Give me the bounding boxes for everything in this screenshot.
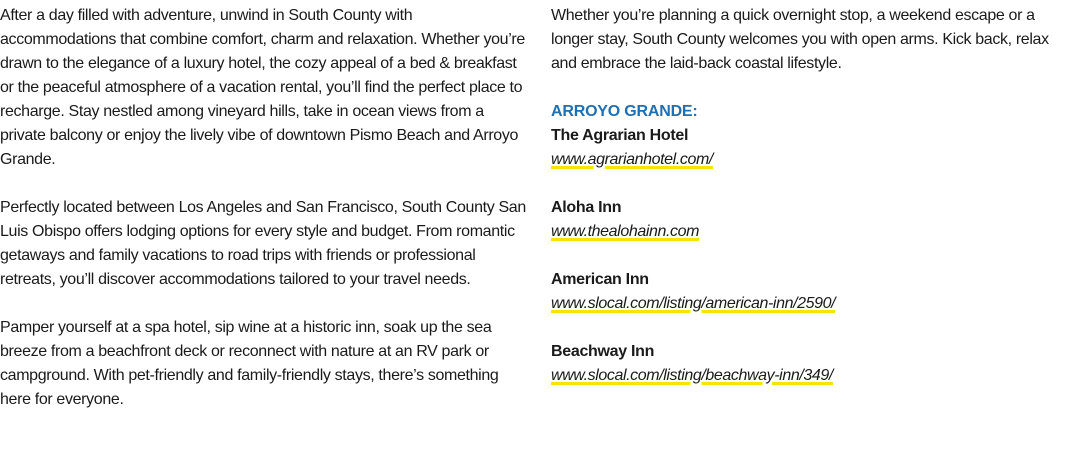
- listing-american-inn: American Inn www.slocal.com/listing/amer…: [551, 268, 1078, 316]
- left-column: After a day filled with adventure, unwin…: [0, 4, 530, 436]
- listing-agrarian-hotel: The Agrarian Hotel www.agrarianhotel.com…: [551, 124, 1078, 172]
- welcome-paragraph: Whether you’re planning a quick overnigh…: [551, 7, 1049, 72]
- intro-paragraph-1: After a day filled with adventure, unwin…: [0, 7, 525, 168]
- intro-paragraph-2: Perfectly located between Los Angeles an…: [0, 199, 526, 288]
- listing-url-link[interactable]: www.thealohainn.com: [551, 223, 700, 240]
- listing-aloha-inn: Aloha Inn www.thealohainn.com: [551, 196, 1078, 244]
- listing-name: Aloha Inn: [551, 199, 622, 216]
- listing-url-link[interactable]: www.agrarianhotel.com/: [551, 151, 713, 168]
- listing-beachway-inn: Beachway Inn www.slocal.com/listing/beac…: [551, 340, 1078, 388]
- listing-name: The Agrarian Hotel: [551, 127, 689, 144]
- section-heading-arroyo-grande: ARROYO GRANDE:: [551, 103, 698, 120]
- listing-name: Beachway Inn: [551, 343, 655, 360]
- right-column: Whether you’re planning a quick overnigh…: [551, 4, 1078, 412]
- listing-url-link[interactable]: www.slocal.com/listing/beachway-inn/349/: [551, 367, 833, 384]
- listing-name: American Inn: [551, 271, 649, 288]
- listing-url-link[interactable]: www.slocal.com/listing/american-inn/2590…: [551, 295, 836, 312]
- intro-paragraph-3: Pamper yourself at a spa hotel, sip wine…: [0, 319, 499, 408]
